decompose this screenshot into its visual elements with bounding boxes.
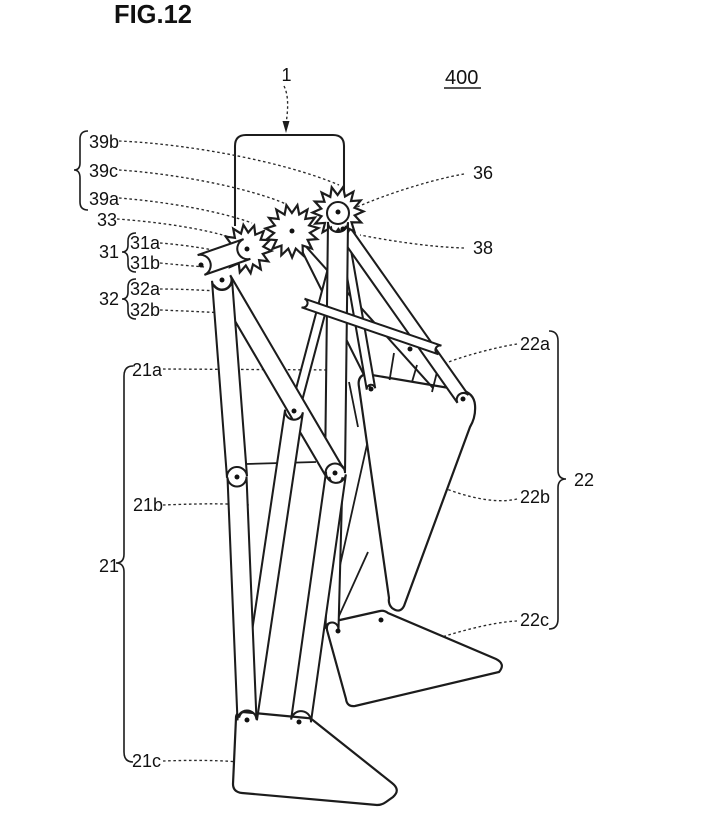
svg-text:21b: 21b [133, 495, 163, 515]
svg-text:22: 22 [574, 470, 594, 490]
svg-text:21c: 21c [132, 751, 161, 771]
svg-text:31: 31 [99, 242, 119, 262]
svg-text:39b: 39b [89, 132, 119, 152]
svg-text:22c: 22c [520, 610, 549, 630]
svg-text:400: 400 [445, 67, 478, 89]
svg-text:36: 36 [473, 163, 493, 183]
svg-text:22b: 22b [520, 487, 550, 507]
svg-text:38: 38 [473, 238, 493, 258]
svg-text:32: 32 [99, 289, 119, 309]
svg-text:21a: 21a [132, 360, 163, 380]
svg-text:33: 33 [97, 210, 117, 230]
svg-text:39c: 39c [89, 161, 118, 181]
svg-text:32b: 32b [130, 300, 160, 320]
svg-text:1: 1 [282, 65, 292, 85]
svg-text:22a: 22a [520, 334, 551, 354]
svg-text:FIG.12: FIG.12 [114, 1, 192, 29]
svg-text:32a: 32a [130, 279, 161, 299]
svg-text:21: 21 [99, 556, 119, 576]
svg-text:31b: 31b [130, 253, 160, 273]
svg-text:31a: 31a [130, 233, 161, 253]
svg-text:39a: 39a [89, 189, 120, 209]
